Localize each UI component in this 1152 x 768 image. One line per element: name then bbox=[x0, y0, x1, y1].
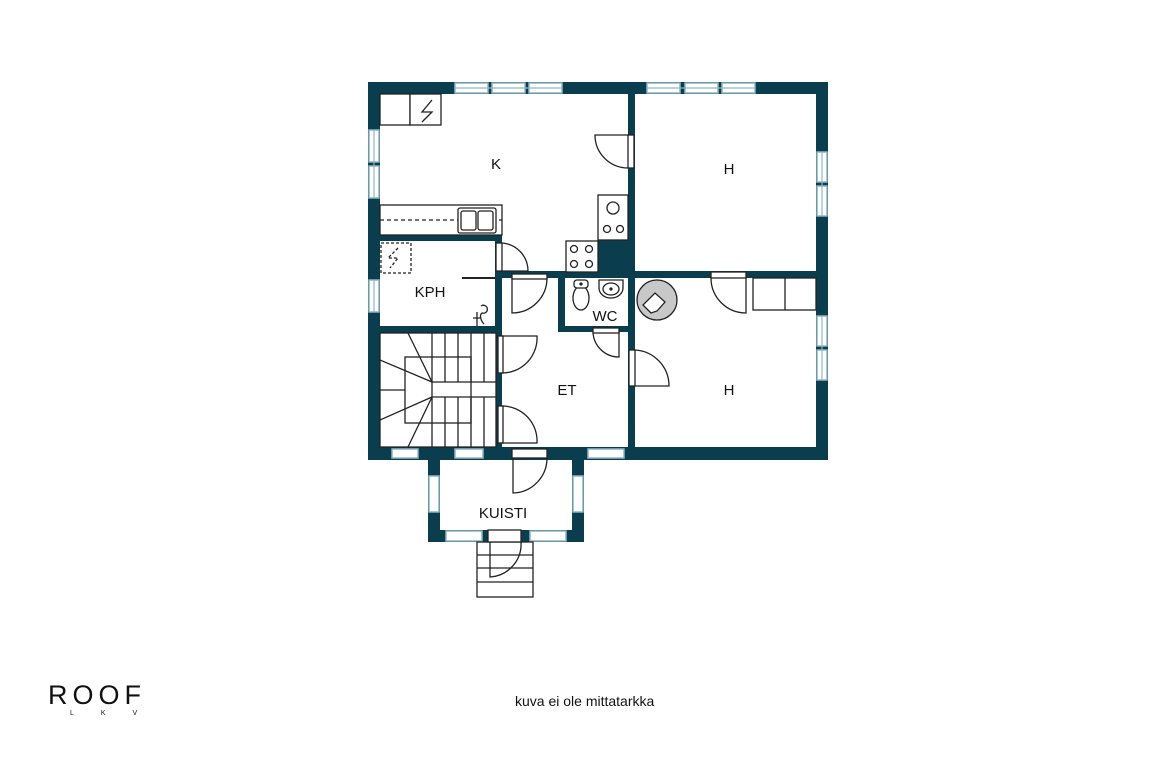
room-label-porch: KUISTI bbox=[479, 505, 527, 522]
room-label-bedroom-top: H bbox=[724, 161, 735, 178]
sauna-heater bbox=[380, 242, 412, 274]
staircase bbox=[379, 332, 534, 598]
electric-icon bbox=[420, 99, 434, 123]
shower-icon bbox=[473, 304, 488, 326]
window-lines bbox=[373, 87, 823, 380]
cabinet bbox=[379, 93, 411, 126]
room-label-bathroom: KPH bbox=[415, 284, 446, 301]
room-label-bedroom-bottom: H bbox=[724, 382, 735, 399]
fridge bbox=[409, 93, 442, 126]
stove bbox=[565, 240, 599, 273]
room-label-hall: ET bbox=[557, 382, 576, 399]
fixtures bbox=[379, 93, 817, 326]
room-label-kitchen: K bbox=[491, 156, 501, 173]
sink bbox=[457, 207, 497, 234]
logo-sub-text: LKV bbox=[70, 710, 165, 717]
toilet bbox=[572, 285, 590, 311]
brand-logo: ROOF LKV bbox=[48, 680, 168, 718]
logo-main-text: ROOF bbox=[48, 680, 146, 710]
disclaimer-text: kuva ei ole mittatarkka bbox=[515, 693, 655, 709]
room-label-wc: WC bbox=[593, 308, 618, 325]
doors bbox=[487, 134, 747, 578]
